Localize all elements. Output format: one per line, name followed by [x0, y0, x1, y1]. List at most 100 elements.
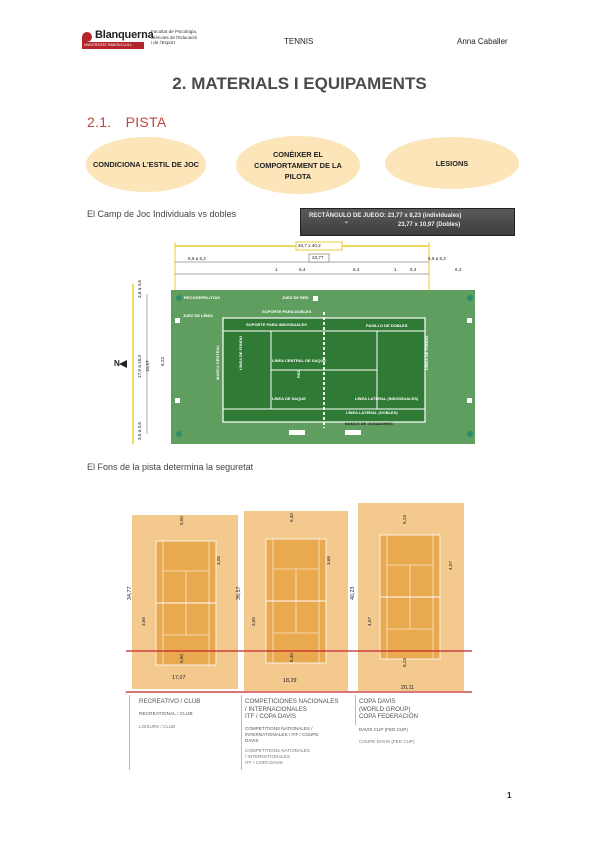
court-sizes-diagram: [125, 503, 472, 695]
court-3-width: 20,11: [401, 685, 415, 691]
dim-total: 34,7 x 40,2: [298, 243, 321, 248]
label-linea-central: LÍNEA CENTRAL DE SAQUE: [272, 358, 327, 363]
logo-word: Blanquerna: [95, 29, 154, 41]
caption-separator: [241, 695, 242, 770]
dim-left: 17,9 a 18,3: [137, 355, 142, 378]
dim-box-length: [308, 253, 330, 263]
dim-box-total: [295, 241, 343, 251]
bubble-lesions: LESIONS: [385, 137, 519, 189]
ballkid-marker: [176, 431, 182, 437]
player-bench: [289, 430, 305, 435]
faculty-name: Facultat de Psicologia, Ciències de l'Ed…: [151, 29, 211, 46]
line-judge-marker: [175, 318, 180, 323]
court-2-side: 3,65: [326, 556, 331, 565]
court-3-length: 40,23: [350, 586, 356, 601]
dim-service: 6,4: [455, 267, 462, 272]
rectangle-info-box: RECTÁNGULO DE JUEGO: 23,77 x 8,23 (indiv…: [300, 208, 515, 236]
header-center: TENNIS: [284, 37, 314, 46]
dim-side-left: 5,5 a 6,2: [188, 256, 206, 261]
court-1-length: 34,77: [127, 586, 133, 601]
label-linea-saque: LÍNEA DE SAQUE: [272, 396, 306, 401]
label-pasillo-dobles: PASILLO DE DOBLES: [366, 323, 408, 328]
caption-line: COMPETITIONS NATIONALES / INTERNATIONALE…: [245, 726, 355, 744]
dim-service: 6,4: [353, 267, 360, 272]
court-2-bottom: 6,40: [289, 653, 294, 662]
label-linea-fondo: LÍNEA DE FONDO: [238, 335, 243, 370]
faculty-line: Facultat de Psicologia,: [151, 29, 198, 34]
header-author: Anna Caballer: [457, 37, 508, 46]
caption-line: RECREATIVO / CLUB: [139, 698, 201, 705]
caption-line: COMPETICIONES NACIONALES: [245, 698, 339, 705]
caption-sub: ITF / COPA DAVIS: [245, 759, 283, 765]
line-judge-marker: [467, 398, 472, 403]
caption-line: COPA FEDERACIÓN: [359, 713, 419, 720]
caption-separator: [129, 695, 130, 770]
label-red: RED: [296, 369, 301, 378]
label-recogepelotas: RECOGEPELOTAS: [184, 295, 220, 300]
caption-separator: [355, 695, 356, 725]
caption-court-2: COMPETICIONES NACIONALES / INTERNACIONAL…: [245, 698, 355, 766]
caption-court-3: COPA DAVIS (WORLD GROUP) COPA FEDERACIÓN…: [359, 698, 469, 746]
dim-small: 1: [275, 267, 278, 272]
page-number: 1: [507, 791, 512, 800]
bubble-comportament: CONÈIXER EL COMPORTAMENT DE LA PILOTA: [236, 136, 360, 194]
dim-left: 3,6 a 4,6: [137, 280, 142, 298]
line-judge-marker: [467, 318, 472, 323]
caption-sub: COUPE DAVIS (FED CUP): [359, 739, 415, 744]
court-2-top: 6,40: [289, 513, 294, 522]
caption-line: ITF / COPA DAVIS: [245, 713, 296, 720]
court-2-left: 3,65: [251, 617, 256, 626]
court-3-bottom: 8,23: [402, 658, 407, 667]
ballkid-marker: [176, 295, 182, 301]
rectangle-line-2-text: 23,77 x 10,97 (Dobles): [397, 222, 461, 228]
caption-sub: DAVIS: [245, 737, 259, 743]
label-juez-linea: JUEZ DE LÍNEA: [183, 313, 214, 318]
north-label: N: [114, 359, 120, 368]
label-linea-lateral-dobles: LÍNEA LATERAL (DOBLES): [346, 410, 398, 415]
label-linea-lateral-individuales: LÍNEA LATERAL (INDIVIDUALES): [355, 396, 419, 401]
caption-line: / INTERNACIONALES: [245, 705, 307, 713]
court-1-width: 17,07: [172, 675, 186, 681]
logo-bar: UNIVERSITAT RAMON LLULL: [82, 42, 144, 49]
ballkid-marker: [467, 431, 473, 437]
court-1-side: 3,05: [216, 556, 221, 565]
section-number: 2.1.: [87, 114, 112, 130]
caption-line: COPA DAVIS: [359, 698, 396, 705]
ditto-mark: ": [345, 222, 348, 228]
label-linea-fondo: LÍNEA DE FONDO: [424, 335, 429, 370]
net-judge-marker: [313, 296, 318, 301]
court-3-side: 4,57: [448, 561, 453, 570]
caption-sub: COMPETITIONS NATIONALES /: [245, 725, 313, 731]
label-soporte-individuales: SOPORTE PARA INDIVIDUALES: [246, 322, 307, 327]
faculty-line: Ciències de l'Educació: [151, 34, 198, 40]
dim-small: 1: [394, 267, 397, 272]
court-1-left: 3,65: [141, 617, 146, 626]
caption-sub: COMPETITIONS NATIONALES: [245, 747, 311, 753]
subtitle-camp-joc: El Camp de Joc Individuals vs dobles: [87, 209, 237, 219]
label-soporte-dobles: SOPORTE PARA DOBLES: [262, 309, 312, 314]
caption-sub: INTERNATIONALES / ITF / COUPE: [245, 731, 319, 737]
north-arrow-icon: [119, 360, 127, 368]
label-juez-red: JUEZ DE RED: [282, 295, 309, 300]
dim-service: 6,4: [410, 267, 417, 272]
ballkid-marker: [467, 295, 473, 301]
caption-sub: DAVIS CUP (FED CUP): [359, 726, 408, 732]
page-title: 2. MATERIALS I EQUIPAMENTS: [172, 74, 427, 93]
logo-mark: [82, 32, 92, 42]
section-label: PISTA: [125, 114, 167, 130]
court-1-top: 5,50: [179, 516, 184, 525]
caption-sub: / INTERNATIONALES: [245, 753, 291, 759]
dim-left: 10,97: [145, 360, 150, 373]
dim-side-right: 5,5 a 6,2: [428, 256, 446, 261]
dim-left: 8,23: [160, 357, 165, 366]
label-marca-central: MARCA CENTRAL: [215, 345, 220, 380]
line-judge-marker: [175, 398, 180, 403]
caption-line: (WORLD GROUP): [359, 705, 411, 713]
section-heading: 2.1. PISTA: [87, 114, 166, 130]
dim-length: 23,77: [312, 255, 324, 260]
court-3-top: 8,23: [402, 515, 407, 524]
label-banco: BANCO DE JUGADORES: [345, 421, 393, 426]
caption-line: RECREATIONAL / CLUB: [139, 711, 193, 717]
court-2-width: 18,29: [283, 678, 297, 684]
court-3-left: 4,57: [367, 617, 372, 626]
